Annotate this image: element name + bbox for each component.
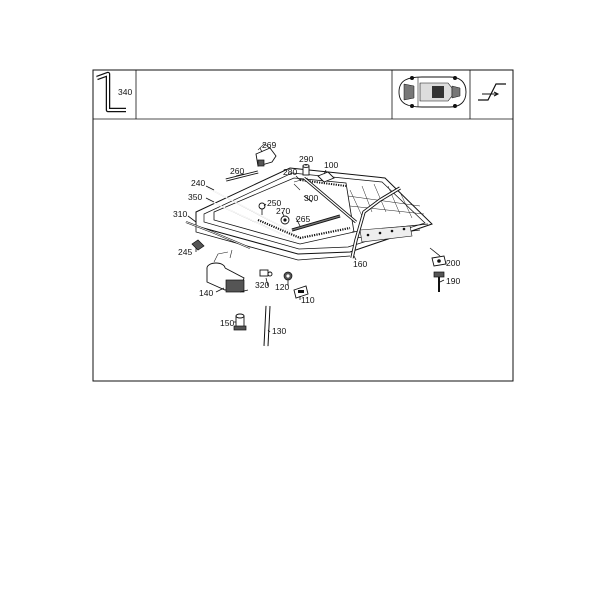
callout-269: 269 [262, 140, 276, 150]
part-245 [191, 239, 205, 251]
part-190 [433, 271, 445, 292]
callout-160: 160 [353, 259, 367, 269]
part-270 [280, 215, 290, 225]
callout-280: 280 [283, 167, 297, 177]
diagram-frame [92, 69, 514, 382]
callout-120: 120 [275, 282, 289, 292]
part-290 [302, 164, 310, 176]
part-150 [233, 313, 247, 331]
allen-key-icon [96, 71, 126, 113]
part-110 [293, 285, 309, 299]
callout-100: 100 [324, 160, 338, 170]
part-269 [255, 143, 277, 167]
callout-130: 130 [272, 326, 286, 336]
part-320 [259, 269, 273, 277]
callout-265: 265 [296, 214, 310, 224]
callout-190: 190 [446, 276, 460, 286]
callout-250: 250 [267, 198, 281, 208]
callout-140: 140 [199, 288, 213, 298]
callout-320: 320 [255, 280, 269, 290]
part-160 [350, 186, 401, 259]
part-200 [431, 255, 447, 267]
callout-150: 150 [220, 318, 234, 328]
part-265 [291, 214, 341, 232]
part-130 [263, 305, 271, 347]
callout-340: 340 [118, 87, 132, 97]
callout-290: 290 [299, 154, 313, 164]
callout-240: 240 [191, 178, 205, 188]
callout-260: 260 [230, 166, 244, 176]
callout-300: 300 [304, 193, 318, 203]
part-300 [303, 176, 357, 224]
guide-rail-350 [207, 199, 295, 241]
sunroof-frame-assembly [195, 167, 433, 261]
sunroof-tilt-slide-icon [478, 83, 506, 101]
callout-245: 245 [178, 247, 192, 257]
part-260 [225, 170, 259, 182]
car-top-view-icon [398, 76, 467, 108]
guide-rail-240 [207, 187, 293, 233]
part-140 [206, 249, 249, 293]
callout-270: 270 [276, 206, 290, 216]
callout-200: 200 [446, 258, 460, 268]
callout-350: 350 [188, 192, 202, 202]
leader-lines [187, 147, 447, 333]
part-250 [258, 202, 266, 215]
callout-110: 110 [301, 295, 315, 305]
callout-310: 310 [173, 209, 187, 219]
part-120 [283, 271, 293, 281]
